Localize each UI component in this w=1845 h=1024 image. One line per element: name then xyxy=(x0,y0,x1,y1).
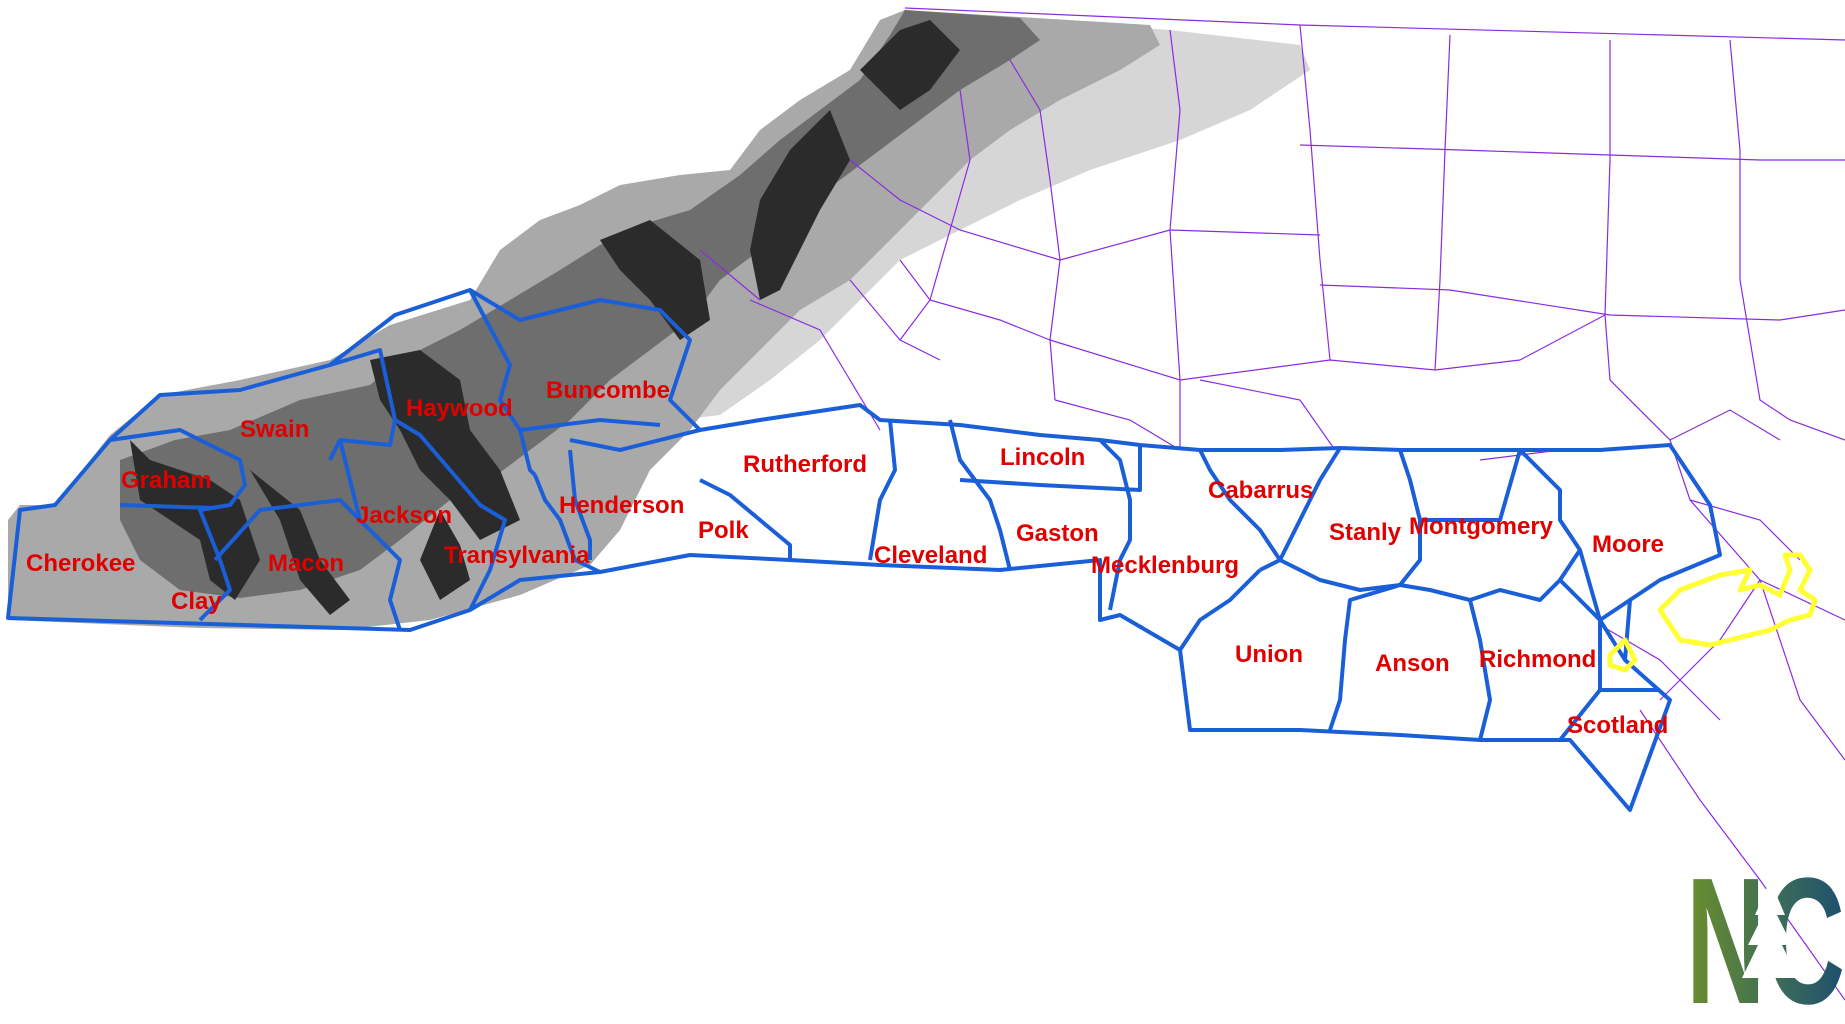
label-lincoln: Lincoln xyxy=(1000,444,1085,471)
label-henderson: Henderson xyxy=(559,492,684,519)
label-polk: Polk xyxy=(698,517,749,544)
elevation-terrain xyxy=(8,10,1310,630)
label-anson: Anson xyxy=(1375,650,1450,677)
other-county-borders xyxy=(699,7,1845,1001)
label-rutherford: Rutherford xyxy=(743,451,867,478)
label-buncombe: Buncombe xyxy=(546,377,670,404)
label-clay: Clay xyxy=(171,588,222,615)
label-scotland: Scotland xyxy=(1567,712,1668,739)
label-jackson: Jackson xyxy=(356,502,452,529)
label-gaston: Gaston xyxy=(1016,520,1099,547)
terrain-dark xyxy=(130,20,960,615)
label-transylvania: Transylvania xyxy=(444,542,590,569)
label-swain: Swain xyxy=(240,416,309,443)
label-cherokee: Cherokee xyxy=(26,550,135,577)
terrain-pale xyxy=(680,10,1310,420)
highlight-area xyxy=(1607,552,1818,673)
label-mecklenburg: Mecklenburg xyxy=(1091,552,1239,579)
label-cabarrus: Cabarrus xyxy=(1208,477,1313,504)
label-moore: Moore xyxy=(1592,531,1664,558)
tree-icon xyxy=(1742,880,1798,992)
label-montgomery: Montgomery xyxy=(1409,513,1554,540)
label-richmond: Richmond xyxy=(1479,646,1596,673)
label-union: Union xyxy=(1235,641,1303,668)
label-graham: Graham xyxy=(121,467,212,494)
label-haywood: Haywood xyxy=(406,395,513,422)
county-labels: Buncombe Haywood Swain Graham Cherokee C… xyxy=(26,377,1668,739)
nc-logo: NC xyxy=(1686,841,1845,1024)
label-stanly: Stanly xyxy=(1329,519,1402,546)
label-macon: Macon xyxy=(268,550,344,577)
label-cleveland: Cleveland xyxy=(874,542,987,569)
